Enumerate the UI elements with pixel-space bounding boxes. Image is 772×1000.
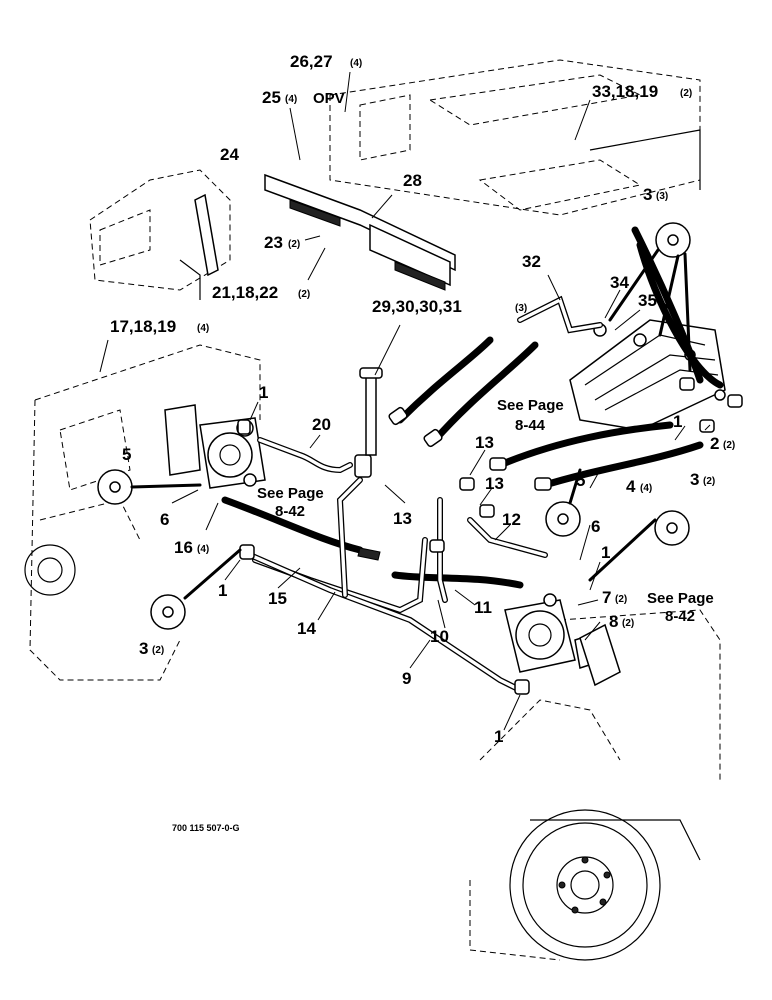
label-25-opv: OPV: [313, 90, 345, 107]
mounting-bracket: [264, 173, 456, 291]
label-5-left: 5: [122, 445, 131, 464]
qty-26-27: (4): [350, 58, 362, 69]
label-13-b: 13: [485, 474, 504, 493]
label-25: 25: [262, 88, 281, 107]
drawing-number: 700 115 507-0-G: [172, 823, 240, 833]
see-page-842-right-line2: 8-42: [665, 608, 695, 625]
qty-17-18-19: (4): [197, 323, 209, 334]
qty-7: (2): [615, 594, 627, 605]
qty-29-30-30-31: (3): [515, 303, 527, 314]
label-12: 12: [502, 510, 521, 529]
label-1-a: 1: [259, 383, 268, 402]
label-13-a: 13: [475, 433, 494, 452]
label-9: 9: [402, 669, 411, 688]
label-17-18-19: 17,18,19: [110, 317, 176, 336]
frame-outlines: [24, 59, 721, 961]
label-16: 16: [174, 538, 193, 557]
qty-33-18-19: (2): [680, 88, 692, 99]
label-21-18-22: 21,18,22: [212, 283, 278, 302]
label-3-left: 3: [139, 639, 148, 658]
label-3-top: 3: [643, 185, 652, 204]
right-hydraulic-pump: [504, 593, 621, 687]
tubes: [247, 295, 603, 693]
label-20: 20: [312, 415, 331, 434]
label-34: 34: [610, 273, 629, 292]
qty-8: (2): [622, 618, 634, 629]
label-6-left: 6: [160, 510, 169, 529]
qty-3-right: (2): [703, 476, 715, 487]
qty-2: (2): [723, 440, 735, 451]
label-32: 32: [522, 252, 541, 271]
leader-lines: [99, 71, 711, 731]
label-29-30-30-31: 29,30,30,31: [372, 297, 462, 316]
label-33-18-19: 33,18,19: [592, 82, 658, 101]
label-1-b: 1: [673, 412, 682, 431]
label-8: 8: [609, 612, 618, 631]
label-1-c: 1: [601, 543, 610, 562]
o-ring-callouts: [97, 222, 691, 630]
qty-25: (4): [285, 94, 297, 105]
left-hydraulic-pump: [164, 404, 266, 489]
label-6-right: 6: [591, 517, 600, 536]
label-10: 10: [430, 627, 449, 646]
label-15: 15: [268, 589, 287, 608]
hoses: [221, 226, 724, 589]
qty-23: (2): [288, 239, 300, 250]
label-4: 4: [626, 477, 636, 496]
see-page-844-line2: 8-44: [515, 417, 546, 434]
label-1-e: 1: [494, 727, 503, 746]
label-14: 14: [297, 619, 316, 638]
label-2: 2: [710, 434, 719, 453]
qty-4: (4): [640, 483, 652, 494]
label-26-27: 26,27: [290, 52, 333, 71]
fittings: [237, 367, 743, 695]
see-page-842-right-line1: See Page: [647, 590, 714, 607]
callout-pointers: [130, 248, 692, 600]
rod-24: [194, 193, 219, 277]
label-7: 7: [602, 588, 611, 607]
qty-3-top: (3): [656, 191, 668, 202]
label-5-right: 5: [576, 471, 585, 490]
label-28: 28: [403, 171, 422, 190]
label-1-d: 1: [218, 581, 227, 600]
label-23: 23: [264, 233, 283, 252]
qty-21-18-22: (2): [298, 289, 310, 300]
label-3-right: 3: [690, 470, 699, 489]
see-page-842-left-line2: 8-42: [275, 503, 305, 520]
label-13-c: 13: [393, 509, 412, 528]
see-page-844-line1: See Page: [497, 397, 564, 414]
label-24: 24: [220, 145, 239, 164]
label-35: 35: [638, 291, 657, 310]
part-labels: 26,27 (4) 25 (4) OPV 33,18,19 (2) 24 28 …: [110, 52, 735, 833]
wheel-hub: [509, 809, 661, 961]
qty-3-left: (2): [152, 645, 164, 656]
qty-16: (4): [197, 544, 209, 555]
label-11: 11: [474, 598, 492, 617]
see-page-842-left-line1: See Page: [257, 485, 324, 502]
